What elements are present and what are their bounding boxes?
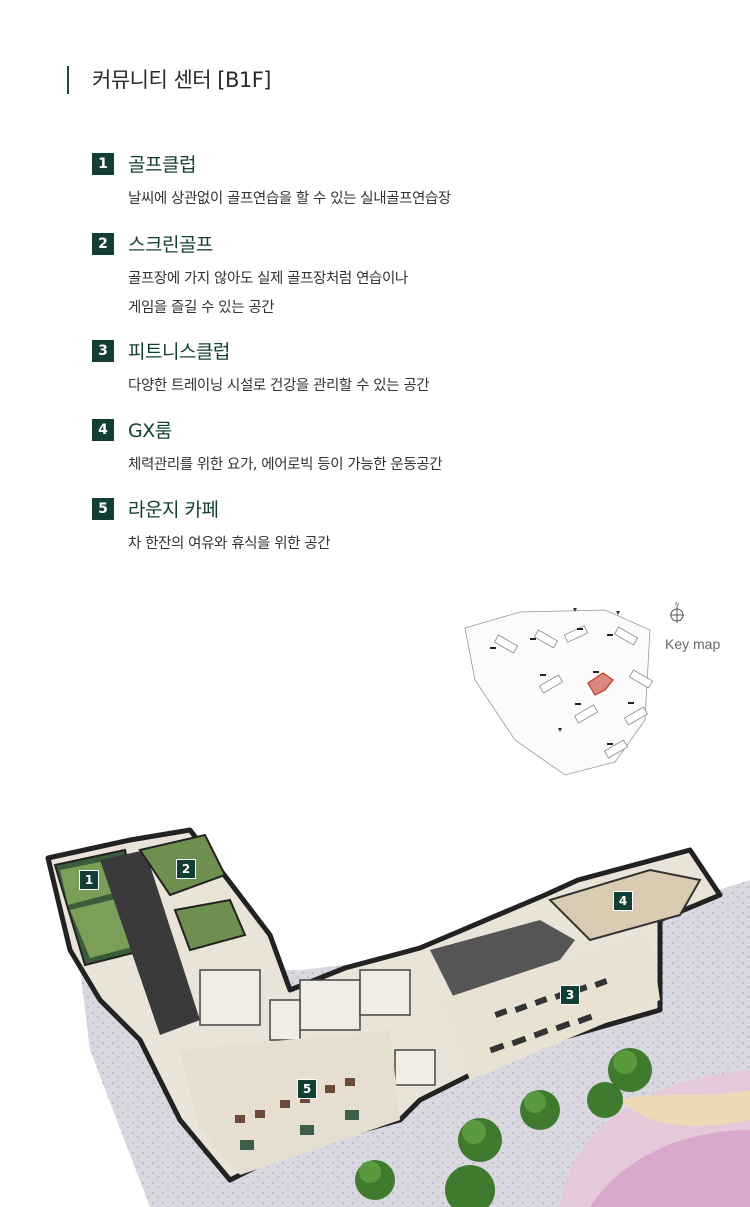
- facility-number-badge: 1: [92, 153, 114, 175]
- facility-title: GX룸: [128, 420, 172, 442]
- title-accent-bar: [67, 66, 69, 94]
- facility-number-badge: 5: [92, 498, 114, 520]
- key-map-diagram: [464, 608, 654, 776]
- facility-description-line: 체력관리를 위한 요가, 에어로빅 등이 가능한 운동공간: [128, 457, 443, 473]
- facility-title: 골프클럽: [128, 154, 196, 176]
- facility-description-line: 차 한잔의 여유와 휴식을 위한 공간: [128, 536, 331, 552]
- facility-title: 스크린골프: [128, 234, 213, 256]
- facility-description-line: 다양한 트레이닝 시설로 건강을 관리할 수 있는 공간: [128, 378, 430, 394]
- plan-marker-golf-club: 1: [79, 870, 99, 890]
- facility-description: 골프장에 가지 않아도 실제 골프장처럼 연습이나 게임을 즐길 수 있는 공간: [128, 265, 408, 323]
- facility-description: 체력관리를 위한 요가, 에어로빅 등이 가능한 운동공간: [128, 451, 443, 480]
- plan-marker-gx-room: 4: [613, 891, 633, 911]
- facility-number-badge: 2: [92, 233, 114, 255]
- page-title: 커뮤니티 센터 [B1F]: [92, 68, 272, 92]
- floor-plan-illustration: [45, 827, 750, 1207]
- facility-number-badge: 3: [92, 340, 114, 362]
- plan-marker-fitness-club: 3: [560, 985, 580, 1005]
- facility-title: 피트니스클럽: [128, 341, 230, 363]
- facility-title: 라운지 카페: [128, 499, 219, 521]
- compass-icon: N: [670, 602, 684, 623]
- facility-number-badge: 4: [92, 419, 114, 441]
- facility-description: 다양한 트레이닝 시설로 건강을 관리할 수 있는 공간: [128, 372, 430, 401]
- key-map-label: Key map: [665, 636, 721, 652]
- facility-description-line: 게임을 즐길 수 있는 공간: [128, 300, 275, 316]
- facility-description: 날씨에 상관없이 골프연습을 할 수 있는 실내골프연습장: [128, 185, 451, 214]
- facility-description: 차 한잔의 여유와 휴식을 위한 공간: [128, 530, 331, 559]
- facility-description-line: 날씨에 상관없이 골프연습을 할 수 있는 실내골프연습장: [128, 191, 451, 207]
- north-label: N: [675, 602, 679, 608]
- plan-marker-screen-golf: 2: [176, 859, 196, 879]
- facility-description-line: 골프장에 가지 않아도 실제 골프장처럼 연습이나: [128, 271, 408, 287]
- plan-marker-lounge-cafe: 5: [297, 1079, 317, 1099]
